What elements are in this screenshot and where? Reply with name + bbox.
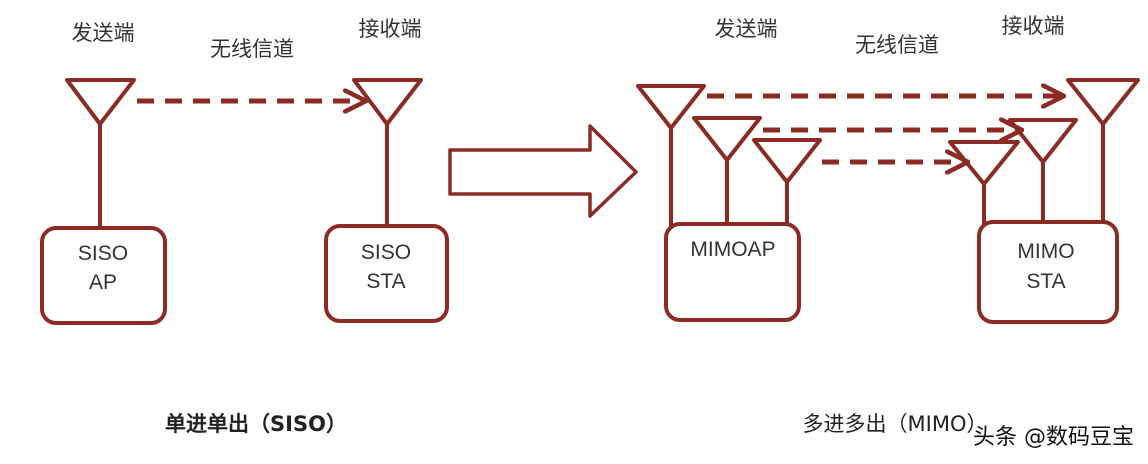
siso-receiver-label: 接收端 xyxy=(359,17,422,41)
mimo-sta-box-line2: STA xyxy=(1026,270,1065,293)
siso-caption: 单进单出（SISO） xyxy=(165,412,347,436)
mimo-caption: 多进多出（MIMO） xyxy=(803,412,988,436)
siso-channel-label: 无线信道 xyxy=(210,37,294,61)
mimo-receiver-label: 接收端 xyxy=(1002,14,1065,38)
siso-receiver-antenna-icon xyxy=(352,78,423,226)
mimo-ap-box xyxy=(664,222,801,322)
watermark-text: 头条 @数码豆宝 xyxy=(973,425,1134,450)
siso-sta-box xyxy=(324,224,449,323)
siso-sta-box-line2: STA xyxy=(366,270,405,293)
siso-section: 发送端 无线信道 接收端 SISO AP SISO STA 单进单出（SISO） xyxy=(40,17,449,436)
mimo-ap-box-line1: MIMOAP xyxy=(690,238,775,261)
block-arrow-right-icon xyxy=(448,124,638,218)
siso-ap-box-line1: SISO xyxy=(78,242,128,265)
siso-sender-antenna-icon xyxy=(65,78,136,228)
mimo-sta-box-line1: MIMO xyxy=(1017,240,1074,263)
mimo-tx-antenna-3-icon xyxy=(752,138,822,226)
mimo-sta-box xyxy=(977,220,1119,324)
mimo-rx-antenna-1-icon xyxy=(948,140,1020,224)
mimo-rx-antenna-3-icon xyxy=(1066,78,1140,224)
mimo-tx-antenna-2-icon xyxy=(692,116,762,226)
mimo-tx-antenna-1-icon xyxy=(636,84,706,226)
mimo-sender-label: 发送端 xyxy=(715,17,778,41)
siso-sta-box-line1: SISO xyxy=(361,241,411,264)
siso-ap-box xyxy=(40,226,167,325)
mimo-channel-label: 无线信道 xyxy=(855,33,939,57)
mimo-section: 发送端 无线信道 接收端 xyxy=(636,14,1140,436)
siso-ap-box-line2: AP xyxy=(89,271,117,294)
mimo-rx-antenna-2-icon xyxy=(1008,118,1078,224)
siso-sender-label: 发送端 xyxy=(72,21,135,45)
